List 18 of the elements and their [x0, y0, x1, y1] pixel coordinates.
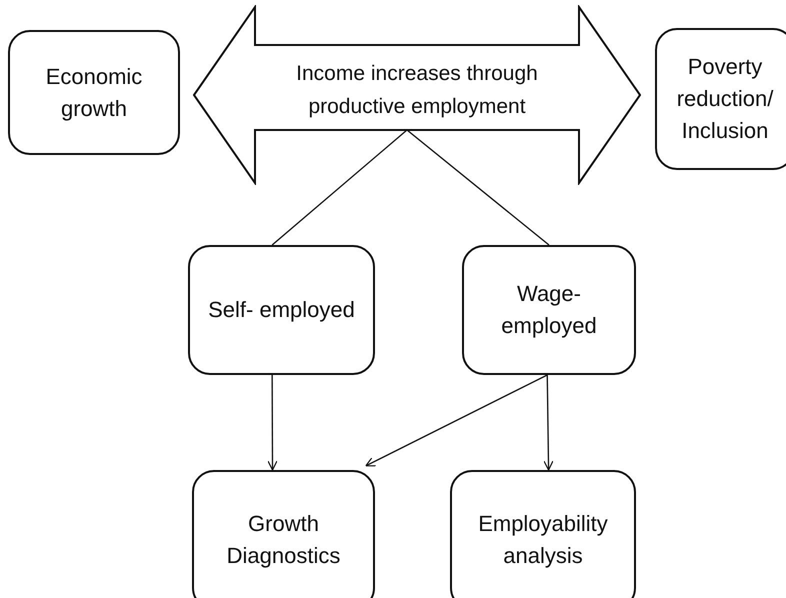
arrow-label: Income increases through productive employment: [295, 61, 539, 120]
box-label: Self- employed: [208, 296, 355, 324]
arrow: [267, 375, 278, 471]
box-label: Poverty reduction/ Inclusion: [676, 53, 774, 145]
rounded-box: [655, 28, 786, 170]
rounded-box: [192, 470, 375, 598]
rounded-box: [462, 245, 636, 375]
arrow: [543, 375, 554, 471]
rounded-box: [8, 30, 180, 155]
rounded-box: [188, 245, 375, 375]
connector-line: [406, 130, 550, 246]
box-label: Employability analysis: [477, 510, 609, 570]
box-label: Wage- employed: [500, 280, 598, 340]
connector-line: [272, 130, 408, 246]
rounded-box: [450, 470, 636, 598]
arrow: [365, 374, 548, 466]
box-label: Growth Diagnostics: [226, 510, 342, 570]
box-label: Economic growth: [44, 62, 144, 123]
